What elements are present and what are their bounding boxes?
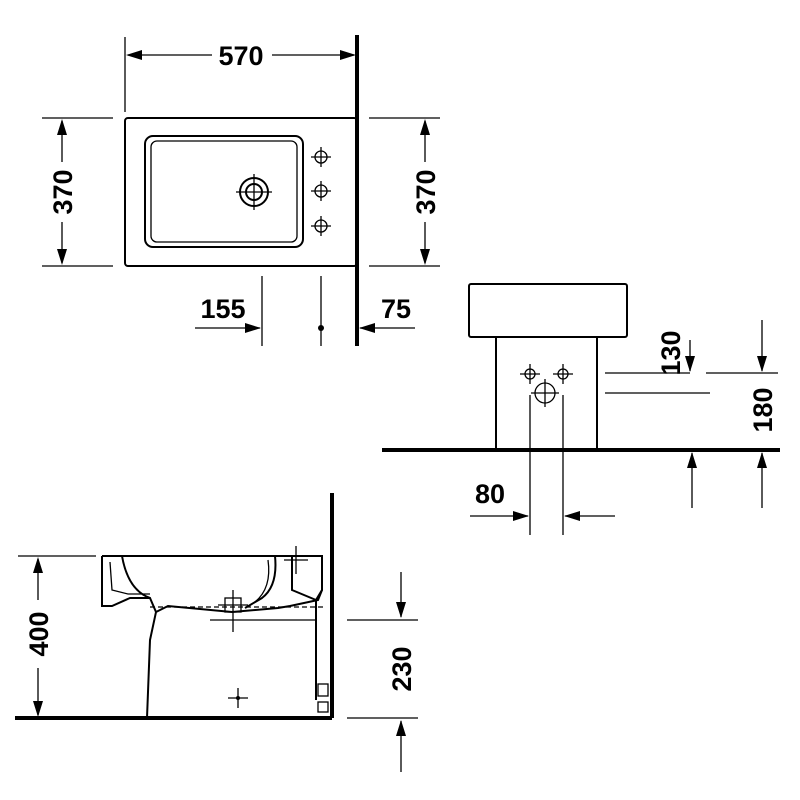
drain-icon [236, 174, 272, 210]
dimension-side-waste-height: 230 [347, 572, 418, 772]
side-view-bowl-curve [121, 555, 277, 609]
side-view-bidet-outline [101, 555, 323, 719]
dimension-tap-offset-label: 155 [200, 294, 245, 324]
dimension-depth-right: 370 [369, 117, 441, 267]
tap-hole-icon [311, 147, 331, 167]
dimension-tap-offset: 155 [195, 276, 263, 346]
side-tap-mark-icon [284, 546, 308, 574]
front-view-pedestal [495, 337, 598, 450]
side-drain-icon [218, 590, 248, 632]
dimension-overflow-height: 130 [605, 330, 710, 394]
dimension-waste-height-label: 180 [748, 387, 778, 432]
top-view-bowl-inner [150, 140, 298, 243]
wall-bracket-icon [317, 683, 329, 713]
dimension-width: 570 [124, 37, 356, 112]
dimension-width-label: 570 [218, 41, 263, 71]
side-view: 400 230 [15, 493, 418, 772]
inlet-fitting-icon [553, 364, 573, 384]
dimension-depth-left: 370 [42, 117, 113, 267]
inlet-fitting-icon [520, 364, 540, 384]
front-view: 130 180 80 [382, 283, 780, 535]
dimension-side-waste-height-label: 230 [387, 646, 417, 691]
tap-center-mark [318, 276, 324, 346]
dimension-pipe-offset: 80 [470, 479, 615, 521]
dimension-rim-height: 400 [18, 555, 96, 717]
top-view: 570 370 370 155 [42, 35, 441, 346]
dimension-rim-height-label: 400 [24, 611, 54, 656]
floor-fixing-icon [228, 688, 248, 708]
dimension-wall-gap-label: 75 [381, 294, 411, 324]
waste-fitting-icon [531, 379, 559, 407]
dimension-depth-left-label: 370 [48, 169, 78, 214]
dimension-wall-gap: 75 [359, 294, 415, 333]
tap-hole-icon [311, 181, 331, 201]
dimension-waste-height: 180 [687, 320, 778, 508]
dimension-overflow-height-label: 130 [656, 330, 686, 375]
dimension-depth-right-label: 370 [411, 169, 441, 214]
front-view-bowl [468, 283, 628, 338]
dimension-pipe-offset-label: 80 [475, 479, 505, 509]
tap-hole-icon [311, 216, 331, 236]
top-view-outline [124, 117, 358, 267]
top-view-bowl-outer [144, 135, 304, 248]
